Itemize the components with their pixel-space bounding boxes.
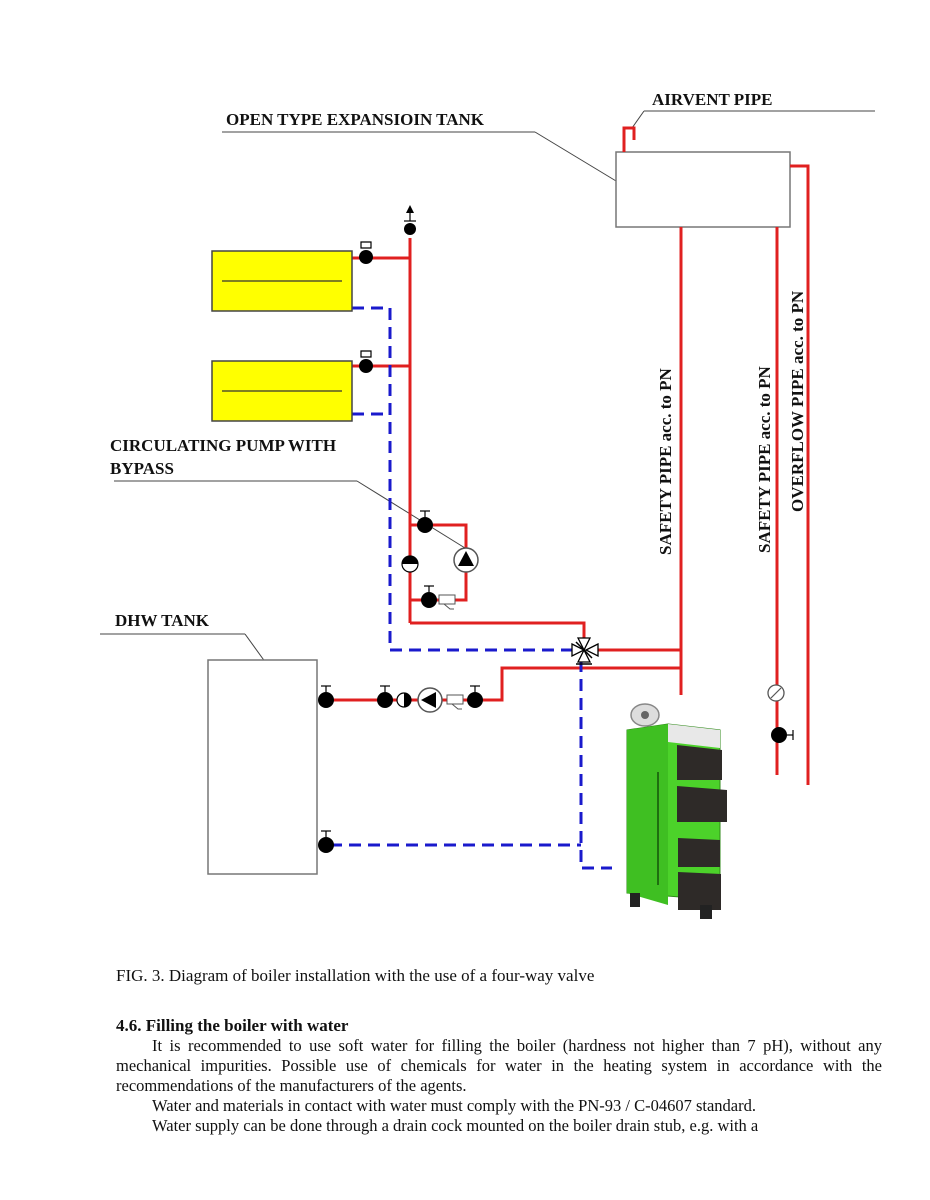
- radiator-valve-1-icon: [359, 241, 373, 264]
- overflow-pipe: [790, 164, 810, 785]
- airvent-pipe: [622, 126, 636, 152]
- circulating-pump-icon: [453, 547, 479, 573]
- valve-to-boiler-return: [579, 660, 612, 870]
- label-circulating-pump-2: BYPASS: [110, 459, 174, 478]
- radiator-2: [211, 360, 353, 422]
- to-valve: [410, 621, 586, 640]
- drain-valve-icon: [771, 727, 794, 743]
- label-safety-pipe-1: SAFETY PIPE acc. to PN: [656, 367, 675, 555]
- section-heading: 4.6. Filling the boiler with water: [116, 1016, 349, 1035]
- expansion-tank: [615, 151, 791, 228]
- air-vent-valve-icon: [404, 205, 416, 235]
- strainer-icon: [438, 594, 456, 610]
- label-circulating-pump-1: CIRCULATING PUMP WITH: [110, 436, 336, 455]
- boiler-installation-diagram: OPEN TYPE EXPANSIOIN TANK AIRVENT PIPE C…: [100, 90, 875, 919]
- check-valve-icon: [401, 555, 419, 573]
- leader-expansion-tank-diag: [534, 131, 627, 188]
- four-way-valve-icon: [571, 637, 599, 665]
- radiator-valve-2-icon: [359, 350, 373, 373]
- check-valve-icon: [396, 692, 412, 708]
- boiler-icon: [626, 703, 727, 919]
- figure-caption: FIG. 3. Diagram of boiler installation w…: [116, 966, 595, 985]
- section-paragraph: Water and materials in contact with wate…: [152, 1096, 756, 1115]
- label-overflow-pipe: OVERFLOW PIPE acc. to PN: [788, 290, 807, 512]
- strainer-icon: [446, 694, 464, 710]
- ball-valve-icon: [467, 685, 483, 708]
- ball-valve-icon: [318, 830, 334, 853]
- return-main: [352, 306, 572, 652]
- label-dhw-tank: DHW TANK: [115, 611, 210, 630]
- leader-airvent-diag: [631, 110, 645, 129]
- section-paragraph: It is recommended to use soft water for …: [116, 1036, 882, 1095]
- ball-valve-icon: [318, 685, 334, 708]
- ball-valve-icon: [421, 585, 437, 608]
- label-expansion-tank: OPEN TYPE EXPANSIOIN TANK: [226, 110, 485, 129]
- section-filling-boiler: 4.6. Filling the boiler with water It is…: [116, 1016, 882, 1136]
- label-airvent-pipe: AIRVENT PIPE: [652, 90, 772, 109]
- dhw-tank: [207, 659, 318, 875]
- return-pipes: [330, 306, 612, 870]
- dhw-pump-icon: [417, 687, 443, 713]
- section-paragraph: Water supply can be done through a drain…: [152, 1116, 759, 1135]
- ball-valve-icon: [417, 510, 433, 533]
- label-safety-pipe-2: SAFETY PIPE acc. to PN: [755, 365, 774, 553]
- radiator-1: [211, 250, 353, 312]
- ball-valve-icon: [377, 685, 393, 708]
- dhw-supply: [325, 666, 681, 702]
- pressure-gauge-icon: [767, 684, 785, 702]
